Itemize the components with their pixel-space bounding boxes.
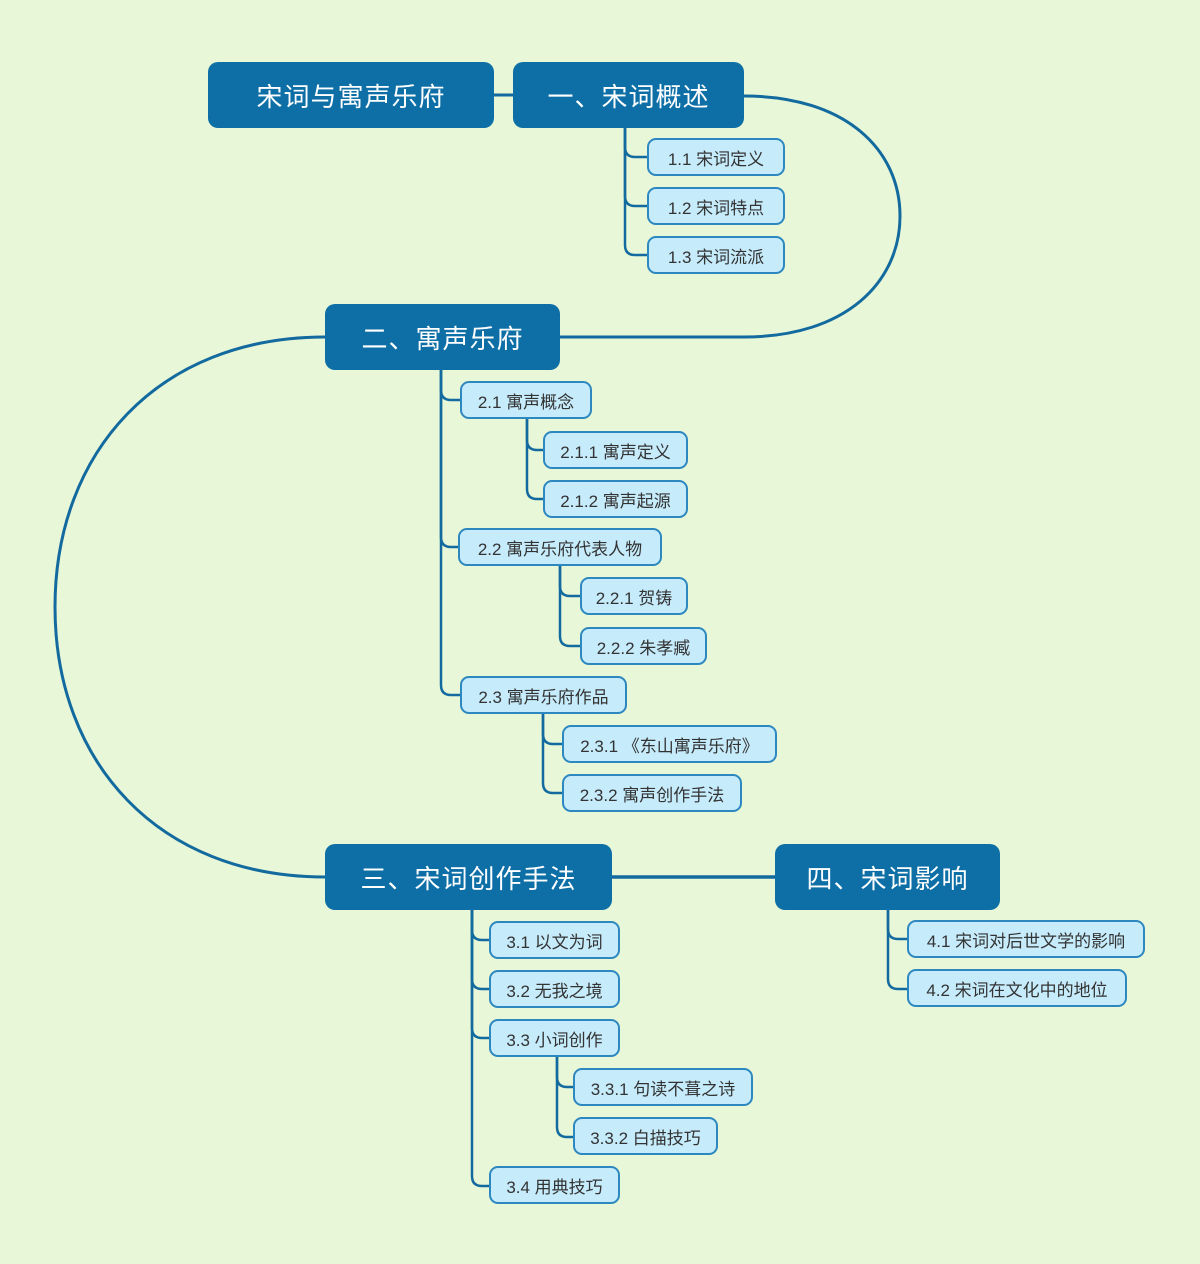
subtopic-2-3-node[interactable]: 2.3 寓声乐府作品 xyxy=(460,676,627,714)
subtopic-2-1-node[interactable]: 2.1 寓声概念 xyxy=(460,381,592,419)
connector-3-3-1 xyxy=(555,1057,573,1089)
connector-2-3-2 xyxy=(541,714,562,795)
connector-topic2-topic3 xyxy=(53,335,327,879)
subtopic-3-4-node[interactable]: 3.4 用典技巧 xyxy=(489,1166,620,1204)
connector-3-1 xyxy=(470,910,489,942)
connector-2-3 xyxy=(439,370,460,697)
connector-topic1-topic2 xyxy=(558,94,902,339)
topic-4-node[interactable]: 四、宋词影响 xyxy=(775,844,1000,910)
connector-1-1 xyxy=(623,128,647,159)
topic-1-node[interactable]: 一、宋词概述 xyxy=(513,62,744,128)
subtopic-3-3-1-node[interactable]: 3.3.1 句读不葺之诗 xyxy=(573,1068,753,1106)
connector-2-2-2 xyxy=(558,566,580,648)
topic-2-node[interactable]: 二、寓声乐府 xyxy=(325,304,560,370)
subtopic-1-1-node[interactable]: 1.1 宋词定义 xyxy=(647,138,785,176)
connector-4-2 xyxy=(886,910,907,991)
connector-1-2 xyxy=(623,128,647,208)
connector-2-1-1 xyxy=(525,419,543,452)
connector-3-2 xyxy=(470,910,489,991)
connector-4-1 xyxy=(886,910,907,941)
subtopic-1-2-node[interactable]: 1.2 宋词特点 xyxy=(647,187,785,225)
subtopic-2-2-1-node[interactable]: 2.2.1 贺铸 xyxy=(580,577,688,615)
connector-2-1-2 xyxy=(525,419,543,501)
subtopic-2-2-node[interactable]: 2.2 寓声乐府代表人物 xyxy=(458,528,662,566)
root-node[interactable]: 宋词与寓声乐府 xyxy=(208,62,494,128)
subtopic-3-3-node[interactable]: 3.3 小词创作 xyxy=(489,1019,620,1057)
connector-3-3-2 xyxy=(555,1057,573,1139)
subtopic-2-1-2-node[interactable]: 2.1.2 寓声起源 xyxy=(543,480,688,518)
subtopic-4-1-node[interactable]: 4.1 宋词对后世文学的影响 xyxy=(907,920,1145,958)
topic-3-node[interactable]: 三、宋词创作手法 xyxy=(325,844,612,910)
connector-2-1 xyxy=(439,370,460,402)
connector-3-4 xyxy=(470,910,489,1188)
subtopic-3-3-2-node[interactable]: 3.3.2 白描技巧 xyxy=(573,1117,718,1155)
connector-2-2-1 xyxy=(558,566,580,598)
subtopic-1-3-node[interactable]: 1.3 宋词流派 xyxy=(647,236,785,274)
subtopic-2-3-1-node[interactable]: 2.3.1 《东山寓声乐府》 xyxy=(562,725,777,763)
subtopic-4-2-node[interactable]: 4.2 宋词在文化中的地位 xyxy=(907,969,1127,1007)
connector-3-3 xyxy=(470,910,489,1040)
subtopic-2-1-1-node[interactable]: 2.1.1 寓声定义 xyxy=(543,431,688,469)
subtopic-2-3-2-node[interactable]: 2.3.2 寓声创作手法 xyxy=(562,774,742,812)
subtopic-3-1-node[interactable]: 3.1 以文为词 xyxy=(489,921,620,959)
connector-1-3 xyxy=(623,128,647,257)
connector-2-3-1 xyxy=(541,714,562,746)
subtopic-2-2-2-node[interactable]: 2.2.2 朱孝臧 xyxy=(580,627,707,665)
subtopic-3-2-node[interactable]: 3.2 无我之境 xyxy=(489,970,620,1008)
